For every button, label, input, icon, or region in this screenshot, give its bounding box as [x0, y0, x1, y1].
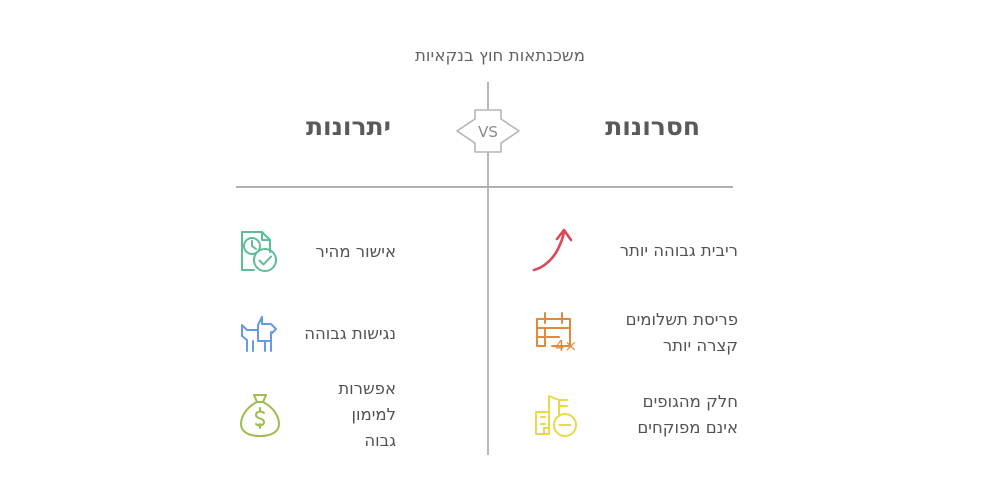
document-clock-check-icon — [232, 224, 288, 280]
list-item-label: אפשרות למימון גבוה — [338, 379, 396, 450]
list-item-label: נגישות גבוהה — [304, 324, 396, 343]
dog-icon — [232, 306, 288, 362]
money-bag-icon — [232, 387, 288, 443]
list-item-pros-3: אפשרות למימון גבוה — [232, 379, 396, 450]
list-item-cons-2: ×4 פריסת תשלומים קצרה יותר — [528, 302, 738, 364]
list-item-cons-1: ריבית גבוהה יותר — [528, 222, 738, 280]
list-item-pros-1: אישור מהיר — [232, 224, 396, 280]
list-item-pros-2: נגישות גבוהה — [232, 306, 396, 362]
vertical-divider — [487, 82, 489, 455]
list-item-label: פריסת תשלומים קצרה יותר — [625, 310, 738, 355]
list-item-label: אישור מהיר — [315, 242, 396, 261]
vs-badge-label: VS — [478, 123, 498, 141]
list-item-cons-3: חלק מהגופים אינם מפוקחים — [528, 384, 738, 446]
vs-badge: VS — [455, 104, 521, 158]
column-heading-pros: יתרונות — [305, 112, 391, 141]
buildings-minus-icon — [528, 387, 584, 443]
calendar-x4-icon: ×4 — [528, 305, 584, 361]
list-item-label: חלק מהגופים אינם מפוקחים — [637, 392, 738, 437]
list-item-label: ריבית גבוהה יותר — [619, 241, 738, 260]
calendar-badge-label: ×4 — [555, 337, 577, 355]
rising-curved-arrow-icon — [528, 223, 584, 279]
horizontal-rule — [236, 186, 733, 188]
column-heading-cons: חסרונות — [605, 112, 700, 141]
page-title: משכנתאות חוץ בנקאיות — [414, 46, 586, 65]
